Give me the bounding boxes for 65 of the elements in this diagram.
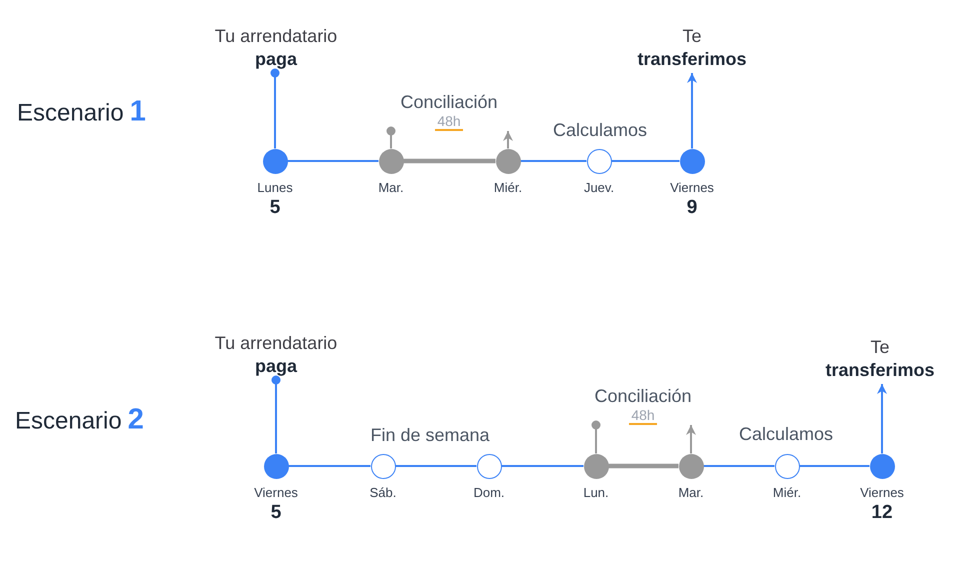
day-label: Miér.	[772, 485, 802, 501]
date-number: 9	[686, 196, 698, 220]
timeline-line	[288, 160, 378, 162]
day-label: Viernes	[670, 180, 714, 196]
timeline-line	[608, 464, 678, 468]
timeline-dot	[586, 148, 612, 174]
day-label: Lunes	[257, 180, 293, 196]
arrow	[686, 425, 696, 454]
event-text: Tu arrendatario	[214, 25, 338, 47]
arrow	[503, 131, 513, 148]
event-text: Te	[682, 25, 702, 47]
timeline-dot	[476, 454, 502, 478]
event-text: Te	[870, 336, 890, 358]
timeline-line	[520, 160, 586, 162]
arrow	[687, 73, 697, 148]
timeline-dot	[264, 454, 288, 478]
day-label: Mar.	[678, 485, 704, 501]
date-number: 5	[270, 501, 282, 525]
timeline-dot	[680, 148, 704, 174]
event-action: paga	[254, 48, 297, 71]
timeline-line	[396, 465, 476, 467]
leader-line	[386, 126, 396, 148]
scenario-heading: Escenario	[15, 408, 122, 436]
timeline-dot	[496, 148, 520, 174]
event-action: transferimos	[637, 48, 747, 71]
scenario-number: 2	[128, 404, 144, 436]
scenario-number: 1	[130, 96, 146, 128]
timeline-dot	[584, 454, 608, 478]
timeline-dot	[774, 454, 800, 478]
leader-line	[270, 68, 280, 148]
event-action: paga	[254, 355, 297, 378]
event-text: Tu arrendatario	[214, 332, 338, 354]
timeline-line	[502, 465, 584, 467]
phase-label: Conciliación	[400, 91, 498, 113]
day-label: Viernes	[254, 485, 298, 501]
timeline-dot	[870, 454, 894, 478]
timeline-line	[404, 158, 496, 164]
scenario-heading: Escenario	[17, 100, 124, 128]
date-number: 12	[871, 501, 893, 525]
event-action: transferimos	[825, 359, 935, 382]
day-label: Juev.	[584, 180, 614, 196]
timeline-line	[800, 465, 870, 467]
timeline-dot	[370, 454, 396, 478]
day-label: Dom.	[473, 485, 505, 501]
phase-label: Calculamos	[552, 119, 648, 141]
phase-label: Calculamos	[738, 423, 834, 445]
leader-line	[592, 420, 600, 454]
timeline-line	[704, 465, 774, 467]
day-label: Lun.	[583, 485, 609, 501]
duration-label: 48h	[629, 407, 657, 425]
duration-label: 48h	[435, 113, 463, 131]
leader-line	[272, 376, 280, 454]
date-number: 5	[270, 196, 280, 220]
timeline-line	[612, 160, 680, 162]
day-label: Sáb.	[370, 485, 396, 501]
timeline-line	[288, 465, 370, 467]
phase-label: Fin de semana	[370, 424, 490, 446]
phase-label: Conciliación	[594, 385, 692, 407]
day-label: Miér.	[494, 180, 522, 196]
day-label: Viernes	[860, 485, 904, 501]
timeline-dot	[378, 148, 404, 174]
timeline-dot	[262, 148, 288, 174]
day-label: Mar.	[378, 180, 404, 196]
timeline-dot	[678, 454, 704, 478]
arrow	[877, 384, 887, 454]
